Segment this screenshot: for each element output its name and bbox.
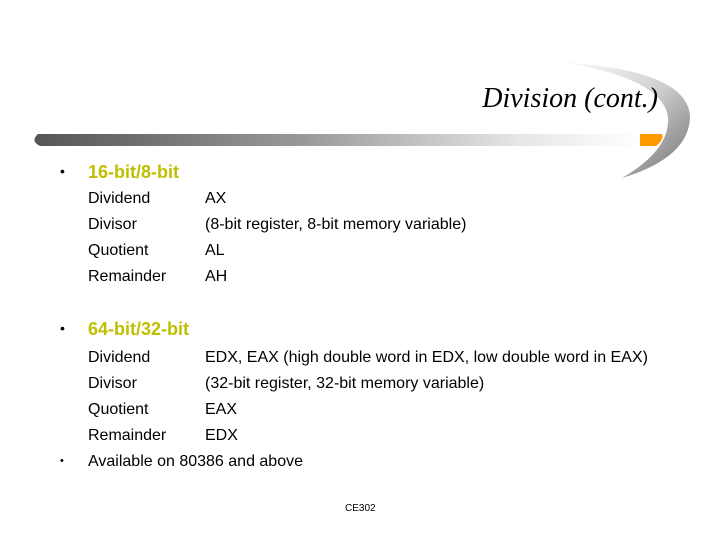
note-text: Available on 80386 and above [88,453,303,470]
row-label: Divisor [88,375,137,392]
bullet-marker: • [60,163,65,179]
row-value: EDX [205,427,238,444]
row-label: Dividend [88,190,151,207]
row-label: Quotient [88,401,149,418]
slide-title: Division (cont.) [482,83,658,114]
row-value: EDX, EAX (high double word in EDX, low d… [205,349,648,366]
footer-label: CE302 [345,503,376,514]
row-label: Remainder [88,268,167,285]
section-heading-16bit: 16-bit/8-bit [88,162,180,182]
row-value: AL [205,242,225,259]
bullet-marker: • [60,455,64,467]
row-label: Dividend [88,349,151,366]
row-value: AX [205,190,227,207]
bullet-marker: • [60,320,65,336]
row-label: Remainder [88,427,167,444]
row-value: (8-bit register, 8-bit memory variable) [205,216,467,233]
row-label: Divisor [88,216,137,233]
title-swoosh-decoration [34,62,690,178]
row-value: AH [205,268,228,285]
row-value: EAX [205,401,238,418]
section-heading-64bit: 64-bit/32-bit [88,319,190,339]
row-value: (32-bit register, 32-bit memory variable… [205,375,485,392]
row-label: Quotient [88,242,149,259]
